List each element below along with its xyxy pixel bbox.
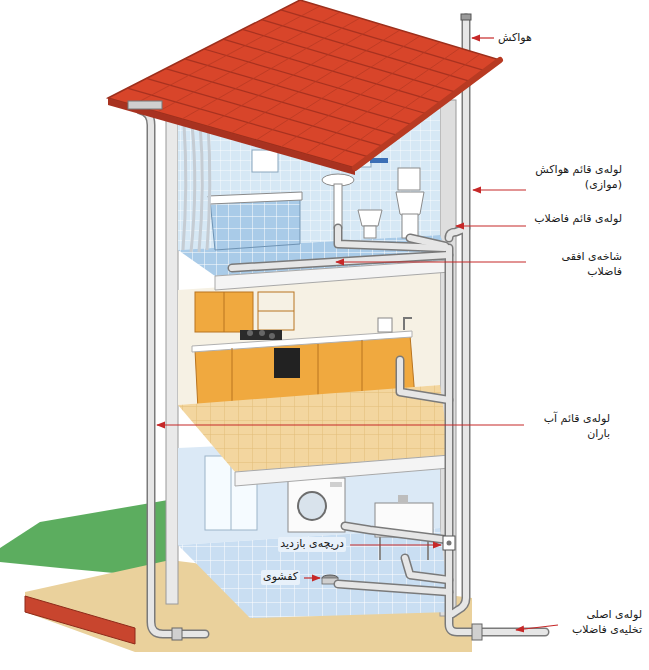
roof [330, 54, 480, 161]
pipe-body [140, 110, 205, 634]
pipe-outline [338, 584, 449, 592]
basement-room [379, 537, 381, 560]
pipe-body [452, 18, 466, 614]
house-walls [166, 100, 456, 616]
roof [108, 0, 500, 175]
roof [232, 30, 401, 133]
roof [306, 48, 460, 154]
leader-lines [472, 37, 494, 38]
leader-lines [456, 225, 526, 226]
kitchen-room [318, 344, 319, 402]
bathroom-room [252, 150, 278, 172]
kitchen-room [274, 348, 300, 378]
callout-label: لوله‌ی قائم هواکش (موازی) [530, 163, 622, 193]
callout-label: لوله‌ی اصلی تخلیه‌ی فاضلاب [562, 608, 642, 638]
pipe-body [405, 558, 449, 580]
pipe-body [338, 584, 449, 592]
house-walls [166, 112, 178, 604]
callout-label: هواکش [498, 31, 532, 46]
leader-lines [516, 625, 558, 630]
kitchen-room [259, 330, 265, 336]
pipe-outline [338, 228, 445, 248]
pipe-body [345, 526, 449, 540]
pipe-outline [452, 18, 466, 614]
bathroom-room [208, 192, 302, 204]
pipe-body [338, 228, 445, 248]
ground [25, 596, 135, 644]
callout-label: کفشوی [261, 570, 300, 585]
leader-lines [157, 424, 524, 425]
bathroom-room [334, 184, 342, 228]
kitchen-room [178, 272, 450, 486]
pipe-body [410, 238, 445, 246]
bathroom-room [398, 168, 420, 190]
leader-lines [350, 544, 441, 545]
basement-room [398, 495, 408, 503]
pipe-fittings [447, 541, 452, 546]
kitchen-room [269, 333, 275, 339]
pipe-outline [345, 526, 449, 540]
pipe-outline [140, 110, 205, 634]
kitchen-room [378, 318, 392, 332]
callout-label: لوله‌ی قائم فاضلاب [530, 212, 622, 227]
kitchen-room [235, 455, 450, 486]
bathroom-room [364, 226, 376, 238]
pipe-fittings [461, 14, 471, 20]
roof [281, 42, 440, 147]
roof [127, 10, 485, 157]
kitchen-room [247, 330, 253, 336]
pipe-body [449, 228, 466, 238]
pipe-body [400, 360, 449, 400]
kitchen-room [224, 292, 225, 332]
leader-lines [473, 189, 526, 190]
pipe-body [449, 248, 545, 632]
bathroom-room [370, 158, 388, 163]
kitchen-room [240, 330, 282, 340]
pipe-fittings [443, 536, 455, 550]
roof [355, 60, 500, 168]
roof [108, 98, 355, 175]
basement-room [330, 482, 342, 487]
bathroom-room [210, 196, 300, 250]
kitchen-room [404, 318, 412, 330]
pipe-outline [405, 558, 449, 580]
callout-label: شاخه‌ی افقی فاضلاب [530, 250, 622, 280]
callout-label: لوله‌ی قائم آب باران [528, 412, 610, 442]
roof [207, 24, 380, 126]
basement-room [298, 492, 326, 520]
basement-room [288, 478, 345, 532]
callout-label: دریچه‌ی بازدید [278, 537, 346, 552]
leader-lines [157, 38, 558, 630]
roof [128, 101, 162, 109]
roof [133, 6, 320, 105]
pipe-outline [400, 360, 449, 400]
pipe-fittings [172, 628, 182, 640]
roof [256, 36, 420, 140]
bathroom-room [358, 210, 382, 226]
roof [133, 6, 480, 161]
roof [182, 18, 360, 119]
pipe-fittings [472, 624, 482, 640]
kitchen-room [258, 311, 294, 312]
bathroom-room [183, 123, 210, 252]
leader-lines [304, 577, 320, 578]
kitchen-room [195, 292, 253, 332]
basement-room [178, 528, 450, 618]
roof [108, 0, 500, 168]
kitchen-room [258, 292, 294, 330]
leader-lines [336, 261, 526, 262]
roof [157, 12, 340, 112]
kitchen-room [192, 331, 412, 352]
kitchen-room [232, 348, 233, 406]
